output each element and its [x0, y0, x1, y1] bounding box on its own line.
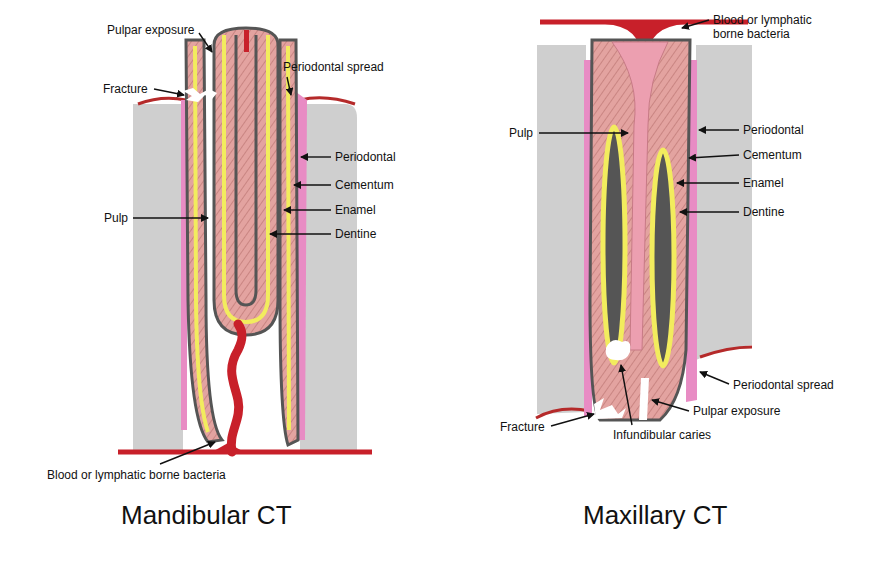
blood-vessel: [212, 443, 244, 452]
leader-line: [551, 414, 594, 426]
cementum: [236, 35, 256, 305]
part-label: Blood or lymphatic borne bacteria: [47, 468, 226, 482]
bone: [133, 104, 183, 450]
leader-line: [700, 372, 729, 384]
part-label: Fracture: [103, 82, 148, 96]
leader-line: [652, 400, 689, 411]
gum-line: [300, 98, 355, 104]
mandibular-tooth: [118, 28, 372, 452]
part-label: Periodontal spread: [283, 60, 384, 74]
leader-line: [539, 132, 628, 133]
infundibulum: [652, 150, 674, 366]
enamel: [224, 35, 268, 322]
part-label: Pulp: [104, 211, 128, 225]
blood-vessel: [118, 450, 372, 455]
infundibular-caries: [606, 340, 631, 360]
leader-line: [294, 184, 331, 185]
bone: [537, 45, 586, 414]
part-label: Fracture: [500, 420, 545, 434]
leader-line: [301, 156, 331, 157]
gum-line: [138, 98, 186, 104]
part-label: Periodontal spread: [733, 378, 834, 392]
pulp-exposure: [639, 378, 649, 420]
part-label: Pulpar exposure: [107, 23, 194, 37]
part-label: Cementum: [335, 178, 394, 192]
part-label: Blood or lymphatic borne bacteria: [713, 13, 838, 42]
tooth-wall: [280, 40, 298, 445]
leader-line: [284, 209, 331, 210]
maxillary-tooth: [536, 22, 752, 420]
leader-line: [160, 442, 215, 464]
enamel: [288, 46, 289, 430]
part-label: Periodontal: [335, 150, 396, 164]
gum-line: [700, 347, 752, 357]
leader-line: [621, 365, 632, 425]
pulp-exposure: [244, 30, 249, 52]
infundibulum: [603, 127, 625, 363]
leader-line: [199, 33, 212, 52]
part-label: Pulp: [509, 126, 533, 140]
leader-line: [680, 211, 739, 212]
figure-caption: Mandibular CT: [121, 500, 292, 531]
leader-line: [682, 20, 709, 28]
leader-line: [270, 233, 331, 234]
leader-line: [689, 155, 739, 158]
fracture: [183, 88, 217, 102]
leader-line: [154, 89, 184, 95]
leader-line: [677, 182, 739, 183]
part-label: Dentine: [335, 227, 376, 241]
part-label: Pulpar exposure: [693, 404, 780, 418]
part-label: Periodontal: [743, 123, 804, 137]
fracture: [594, 398, 626, 419]
part-label: Enamel: [743, 176, 784, 190]
part-label: Infundibular caries: [613, 428, 711, 442]
tooth-body: [590, 40, 690, 420]
part-label: Cementum: [743, 148, 802, 162]
tooth-fold: [214, 28, 278, 335]
figure-caption: Maxillary CT: [583, 500, 727, 531]
bone: [696, 45, 752, 360]
part-label: Dentine: [743, 205, 784, 219]
enamel: [195, 46, 208, 432]
leader-line: [699, 129, 739, 130]
leader-line: [133, 217, 208, 218]
blood-vessel: [231, 324, 242, 452]
leader-line: [287, 77, 291, 95]
part-label: Enamel: [335, 203, 376, 217]
leader-lines: [133, 20, 739, 464]
